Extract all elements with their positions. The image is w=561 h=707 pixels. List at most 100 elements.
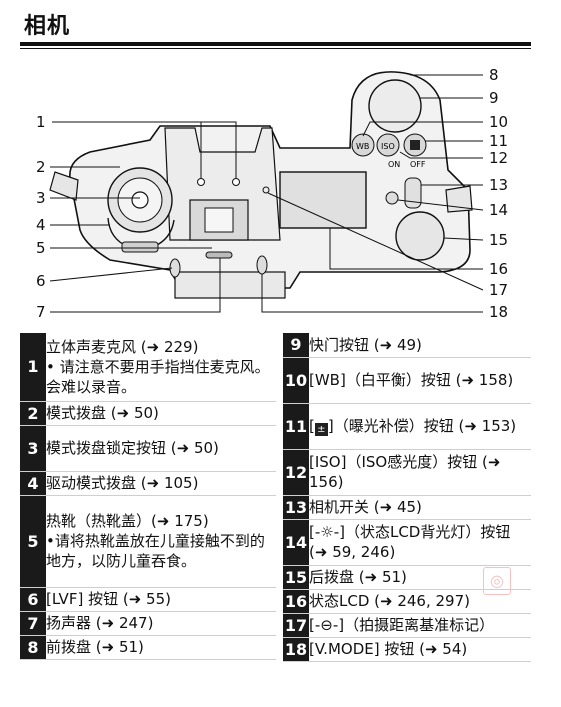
item-text: [-☼-]（状态LCD背光灯）按钮 (➜ 59, 246) [309,519,531,566]
power-switch [404,177,422,209]
item-number: 2 [20,401,46,426]
callout-12: 12 [489,149,509,167]
callout-17: 17 [489,281,509,299]
callout-14: 14 [489,201,509,219]
item-number: 1 [20,333,46,402]
callout-7: 7 [36,303,46,321]
callout-2: 2 [36,158,46,176]
item-number: 15 [283,565,309,590]
item-number: 5 [20,495,46,588]
distance-mark [262,186,270,194]
callout-10: 10 [489,113,509,131]
title-rule-thin [20,48,531,49]
item-text: [-⊖-]（拍摄距离基准标记） [309,613,531,638]
strap-lug-right [445,185,473,213]
rear-dial [395,211,445,261]
lcd-backlight-button-graphic [385,191,399,205]
table-row: 7 扬声器 (➜ 247) [20,611,276,636]
item-note: • 请注意不要用手指挡住麦克风。会难以录音。 [46,357,270,396]
item-number: 9 [283,333,309,358]
callout-11: 11 [489,132,509,150]
table-row: 14 [-☼-]（状态LCD背光灯）按钮 (➜ 59, 246) [283,519,531,566]
lens-mount [174,271,286,299]
item-text: 快门按钮 (➜ 49) [309,333,531,358]
callout-1: 1 [36,113,46,131]
item-number: 8 [20,635,46,660]
callout-4: 4 [36,216,46,234]
camera-watermark-icon: ◎ [483,567,511,595]
table-row: 5 热靴（热靴盖）(➜ 175) •请将热靴盖放在儿童接触不到的地方，以防儿童吞… [20,495,276,588]
mic-left [197,178,205,186]
item-number: 4 [20,471,46,496]
table-row: 10 [WB]（白平衡）按钮 (➜ 158) [283,357,531,404]
page-title: 相机 [24,14,71,39]
item-description: [±]（曝光补偿）按钮 (➜ 153) [309,403,531,450]
item-prefix: [ [309,417,315,435]
camera-top-diagram: WB ISO ON OFF [0,60,561,330]
leader-lines [49,74,484,313]
item-text: 后拨盘 (➜ 51) [309,565,531,590]
table-row: 17 [-⊖-]（拍摄距离基准标记） [283,613,531,638]
item-number: 3 [20,425,46,472]
item-number: 18 [283,637,309,662]
item-text: 前拨盘 (➜ 51) [46,635,276,660]
table-row: 2 模式拨盘 (➜ 50) [20,401,276,426]
item-description: 热靴（热靴盖）(➜ 175) •请将热靴盖放在儿童接触不到的地方，以防儿童吞食。 [46,495,276,588]
item-number: 7 [20,611,46,636]
item-text: 驱动模式拨盘 (➜ 105) [46,471,276,496]
table-row: 9 快门按钮 (➜ 49) [283,333,531,358]
vmode-button [256,255,268,275]
item-number: 17 [283,613,309,638]
item-text: [WB]（白平衡）按钮 (➜ 158) [309,357,531,404]
status-lcd [279,171,367,229]
power-on-text: ON [388,160,400,169]
table-row: 6 [LVF] 按钮 (➜ 55) [20,587,276,612]
exposure-button-icon [410,140,420,150]
table-row: 15 后拨盘 (➜ 51) [283,565,531,590]
parts-table-right: 9 快门按钮 (➜ 49) 10 [WB]（白平衡）按钮 (➜ 158) 11 … [283,333,531,662]
item-number: 14 [283,519,309,566]
item-text: [LVF] 按钮 (➜ 55) [46,587,276,612]
table-row: 1 立体声麦克风 (➜ 229) • 请注意不要用手指挡住麦克风。会难以录音。 [20,333,276,402]
wb-button-text: WB [356,142,369,151]
hot-shoe-inner [204,207,234,233]
item-number: 12 [283,449,309,496]
speaker [205,251,233,259]
callout-16: 16 [489,260,509,278]
item-text: 扬声器 (➜ 247) [46,611,276,636]
item-number: 13 [283,495,309,520]
exposure-icon: ± [314,423,328,436]
table-row: 8 前拨盘 (➜ 51) [20,635,276,660]
table-row: 13 相机开关 (➜ 45) [283,495,531,520]
table-row: 11 [±]（曝光补偿）按钮 (➜ 153) [283,403,531,450]
item-number: 6 [20,587,46,612]
table-row: 12 [ISO]（ISO感光度）按钮 (➜ 156) [283,449,531,496]
item-description: 立体声麦克风 (➜ 229) • 请注意不要用手指挡住麦克风。会难以录音。 [46,333,276,402]
callout-6: 6 [36,272,46,290]
callout-18: 18 [489,303,509,321]
item-text: 模式拨盘锁定按钮 (➜ 50) [46,425,276,472]
parts-table-left: 1 立体声麦克风 (➜ 229) • 请注意不要用手指挡住麦克风。会难以录音。 … [20,333,276,660]
item-note: •请将热靴盖放在儿童接触不到的地方，以防儿童吞食。 [46,532,265,570]
mic-right [232,178,240,186]
table-row: 4 驱动模式拨盘 (➜ 105) [20,471,276,496]
item-text: 相机开关 (➜ 45) [309,495,531,520]
item-text: ]（曝光补偿）按钮 (➜ 153) [327,417,517,435]
item-text: [V.MODE] 按钮 (➜ 54) [309,637,531,662]
iso-button-text: ISO [381,142,395,151]
strap-lug-left [49,171,79,201]
callout-5: 5 [36,239,46,257]
item-text: [ISO]（ISO感光度）按钮 (➜ 156) [309,449,531,496]
camera-illustration: WB ISO ON OFF [49,71,484,313]
item-text: 状态LCD (➜ 246, 297) [309,589,531,614]
item-number: 16 [283,589,309,614]
power-off-text: OFF [410,160,426,169]
callout-8: 8 [489,66,499,84]
wb-button-graphic [351,133,375,157]
table-row: 3 模式拨盘锁定按钮 (➜ 50) [20,425,276,472]
table-row: 18 [V.MODE] 按钮 (➜ 54) [283,637,531,662]
iso-button-graphic [376,133,400,157]
item-text: 立体声麦克风 (➜ 229) [46,337,199,356]
callout-13: 13 [489,176,509,194]
shutter-button-graphic [368,79,422,133]
